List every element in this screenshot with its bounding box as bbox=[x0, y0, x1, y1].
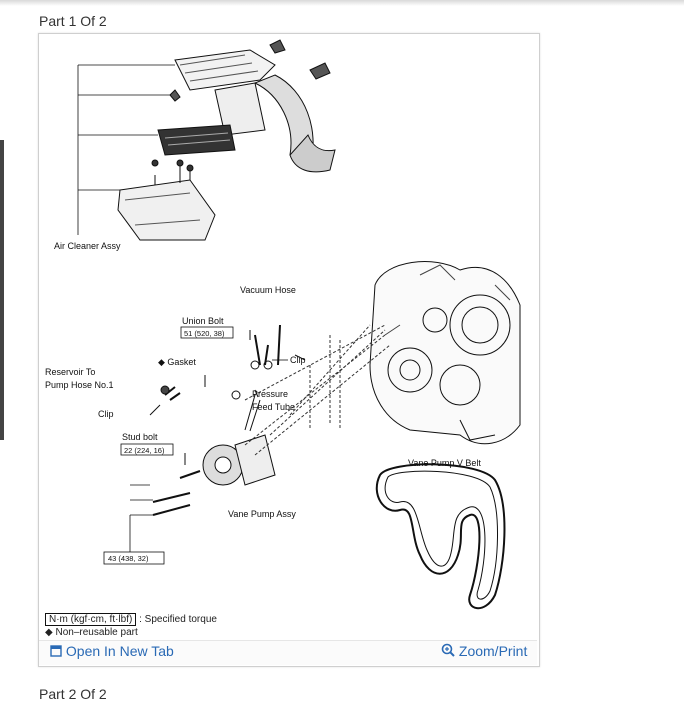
parts-diagram[interactable]: Air Cleaner Assy Vacuum Hose Union Bolt … bbox=[40, 35, 536, 640]
open-new-tab-link[interactable]: Open In New Tab bbox=[50, 643, 174, 659]
open-new-tab-label: Open In New Tab bbox=[65, 643, 174, 659]
label-reservoir-2: Pump Hose No.1 bbox=[45, 380, 114, 390]
image-toolbar bbox=[39, 640, 537, 665]
legend-unit-desc: : Specified torque bbox=[139, 614, 217, 625]
label-clip-right: Clip bbox=[290, 355, 306, 365]
label-vane-pump-belt: Vane Pump V Belt bbox=[408, 458, 481, 468]
zoom-print-link[interactable]: Zoom/Print bbox=[441, 643, 527, 659]
label-bolts-torque: 43 (438, 32) bbox=[108, 554, 149, 563]
label-union-bolt-torque: 51 (520, 38) bbox=[184, 329, 225, 338]
label-stud-bolt: Stud bolt bbox=[122, 432, 158, 442]
label-stud-bolt-torque: 22 (224, 16) bbox=[124, 446, 165, 455]
label-vacuum-hose: Vacuum Hose bbox=[240, 285, 296, 295]
left-edge-bar bbox=[0, 140, 4, 440]
label-air-cleaner: Air Cleaner Assy bbox=[54, 241, 121, 251]
part-2-label: Part 2 Of 2 bbox=[39, 686, 107, 702]
label-pressure-2: Feed Tube bbox=[252, 402, 295, 412]
label-union-bolt: Union Bolt bbox=[182, 316, 224, 326]
zoom-print-label: Zoom/Print bbox=[458, 643, 528, 659]
engine-drawing bbox=[369, 261, 521, 445]
vane-pump-drawing bbox=[152, 324, 281, 516]
label-reservoir-1: Reservoir To bbox=[45, 367, 95, 377]
air-cleaner-drawing bbox=[117, 39, 336, 241]
label-gasket: ◆ Gasket bbox=[158, 357, 196, 367]
v-belt-drawing bbox=[375, 463, 506, 610]
top-shadow bbox=[0, 0, 684, 6]
legend-nonreusable: ◆ Non–reusable part bbox=[45, 627, 138, 638]
label-pressure-1: Pressure bbox=[252, 389, 288, 399]
legend-unit-key: N·m (kgf·cm, ft·lbf) bbox=[45, 613, 137, 626]
part-1-label: Part 1 Of 2 bbox=[39, 13, 107, 29]
torque-legend: N·m (kgf·cm, ft·lbf) : Specified torque … bbox=[45, 613, 217, 638]
magnifier-icon bbox=[441, 643, 455, 657]
label-clip-left: Clip bbox=[98, 409, 114, 419]
new-tab-icon bbox=[50, 645, 62, 657]
label-vane-pump-assy: Vane Pump Assy bbox=[228, 509, 296, 519]
